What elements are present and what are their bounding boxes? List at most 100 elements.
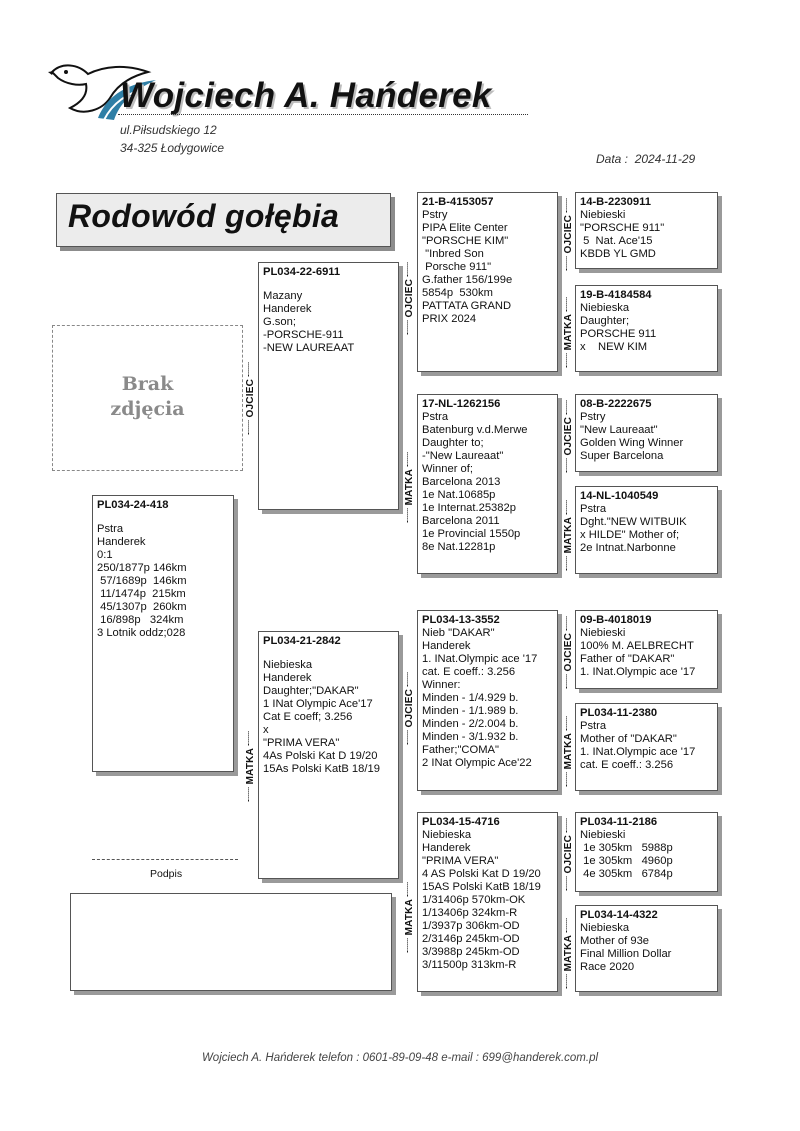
pedigree-line: Pstry xyxy=(422,209,448,221)
ring-number: PL034-15-4716 xyxy=(422,816,500,828)
pedigree-line: 45/1307p 260km xyxy=(97,601,187,613)
title-box xyxy=(56,193,391,247)
pedigree-line: 3 Lotnik oddz;028 xyxy=(97,627,186,639)
ring-number: PL034-22-6911 xyxy=(263,266,341,278)
photo-placeholder xyxy=(52,325,243,471)
pedigree-line: 1e 305km 5988p xyxy=(580,842,673,854)
pedigree-line: 3/11500p 313km-R xyxy=(422,959,517,971)
pedigree-line: 5854p 530km xyxy=(422,287,493,299)
pedigree-line: Niebieska xyxy=(580,922,630,934)
date-line: Data : 2024-11-29 xyxy=(596,152,695,166)
pedigree-line: G.son; xyxy=(263,316,296,328)
signature-box xyxy=(70,893,392,991)
spacer xyxy=(263,648,394,659)
pedigree-line: Winner of; xyxy=(422,463,473,475)
pedigree-line: G.father 156/199e xyxy=(422,274,513,286)
ring-number: 09-B-4018019 xyxy=(580,614,652,626)
pedigree-line: 16/898p 324km xyxy=(97,614,184,626)
pedigree-line: 4 AS Polski Kat D 19/20 xyxy=(422,868,541,880)
pedigree-line: 15AS Polski KatB 18/19 xyxy=(422,881,541,893)
pedigree-line: x HILDE" Mother of; xyxy=(580,529,680,541)
father-label: OJCIEC xyxy=(563,198,574,270)
pedigree-line: Minden - 3/1.932 b. xyxy=(422,731,519,743)
date-value: 2024-11-29 xyxy=(634,152,696,166)
pedigree-line: Mother of 93e xyxy=(580,935,650,947)
mother-label: MATKA xyxy=(563,297,574,367)
pedigree-line: "Inbred Son xyxy=(422,248,484,260)
father-label: OJCIEC xyxy=(404,262,415,334)
pedigree-line: 1. INat.Olympic ace '17 xyxy=(580,746,696,758)
pedigree-line: Pstra xyxy=(580,720,607,732)
pedigree-line: Niebieska xyxy=(580,302,630,314)
pedigree-line: 8e Nat.12281p xyxy=(422,541,496,553)
pedigree-line: Dght."NEW WITBUIK xyxy=(580,516,687,528)
pedigree-line: 4As Polski Kat D 19/20 xyxy=(263,750,378,762)
pedigree-line: Daughter;"DAKAR" xyxy=(263,685,359,697)
photo-placeholder-text: Brak zdjęcia xyxy=(52,372,243,422)
pedigree-line: -PORSCHE-911 xyxy=(263,329,344,341)
pedigree-line: 11/1474p 215km xyxy=(97,588,186,600)
pedigree-line: 4e 305km 6784p xyxy=(580,868,673,880)
father-label: OJCIEC xyxy=(404,672,415,744)
pedigree-line: -NEW LAUREAAT xyxy=(263,342,355,354)
ring-number: 17-NL-1262156 xyxy=(422,398,501,410)
ring-number: 08-B-2222675 xyxy=(580,398,652,410)
pedigree-line: Father of "DAKAR" xyxy=(580,653,675,665)
pedigree-line: Minden - 1/1.989 b. xyxy=(422,705,519,717)
pedigree-line: Nieb "DAKAR" xyxy=(422,627,495,639)
pedigree-line: Pstra xyxy=(580,503,607,515)
pedigree-line: Father;"COMA" xyxy=(422,744,499,756)
ring-number: PL034-11-2380 xyxy=(580,707,658,719)
pedigree-line: Batenburg v.d.Merwe xyxy=(422,424,528,436)
pedigree-line: Barcelona 2011 xyxy=(422,515,500,527)
spacer xyxy=(97,512,229,523)
pedigree-line: 1. INat.Olympic ace '17 xyxy=(422,653,538,665)
pedigree-line: PRIX 2024 xyxy=(422,313,477,325)
pedigree-line: 1/13406p 324km-R xyxy=(422,907,518,919)
pedigree-line: 1e 305km 4960p xyxy=(580,855,673,867)
pedigree-line: Barcelona 2013 xyxy=(422,476,501,488)
father-label: OJCIEC xyxy=(563,818,574,890)
ring-number: 19-B-4184584 xyxy=(580,289,652,301)
ring-number: PL034-11-2186 xyxy=(580,816,658,828)
mother-label: MATKA xyxy=(404,452,415,522)
pedigree-line: Handerek xyxy=(97,536,146,548)
pedigree-line: Mazany xyxy=(263,290,303,302)
pedigree-line: cat. E coeff.: 3.256 xyxy=(422,666,516,678)
page-title: Rodowód gołębia xyxy=(68,198,340,234)
photo-placeholder-line1: Brak xyxy=(121,373,174,395)
pedigree-line: Winner: xyxy=(422,679,461,691)
pedigree-line: 1/3937p 306km-OD xyxy=(422,920,520,932)
pedigree-line: 1/31406p 570km-OK xyxy=(422,894,526,906)
pedigree-line: Handerek xyxy=(263,303,312,315)
pedigree-line: "New Laureaat" xyxy=(580,424,658,436)
pedigree-line: Handerek xyxy=(422,842,471,854)
pedigree-line: 1e Nat.10685p xyxy=(422,489,496,501)
father-label: OJCIEC xyxy=(245,362,256,434)
address-street: ul.Piłsudskiego 12 xyxy=(120,123,217,137)
father-label: OJCIEC xyxy=(563,400,574,472)
pedigree-line: x NEW KIM xyxy=(580,341,648,353)
pedigree-line: Daughter to; xyxy=(422,437,484,449)
pedigree-line: 1e Internat.25382p xyxy=(422,502,516,514)
pedigree-line: Minden - 2/2.004 b. xyxy=(422,718,519,730)
pedigree-line: 100% M. AELBRECHT xyxy=(580,640,694,652)
ring-number: PL034-24-418 xyxy=(97,499,169,511)
signature-label: Podpis xyxy=(150,868,183,880)
mother-label: MATKA xyxy=(563,716,574,786)
pedigree-line: Porsche 911" xyxy=(422,261,492,273)
pedigree-line: Handerek xyxy=(422,640,471,652)
pedigree-line: 1 INat Olympic Ace'17 xyxy=(263,698,373,710)
